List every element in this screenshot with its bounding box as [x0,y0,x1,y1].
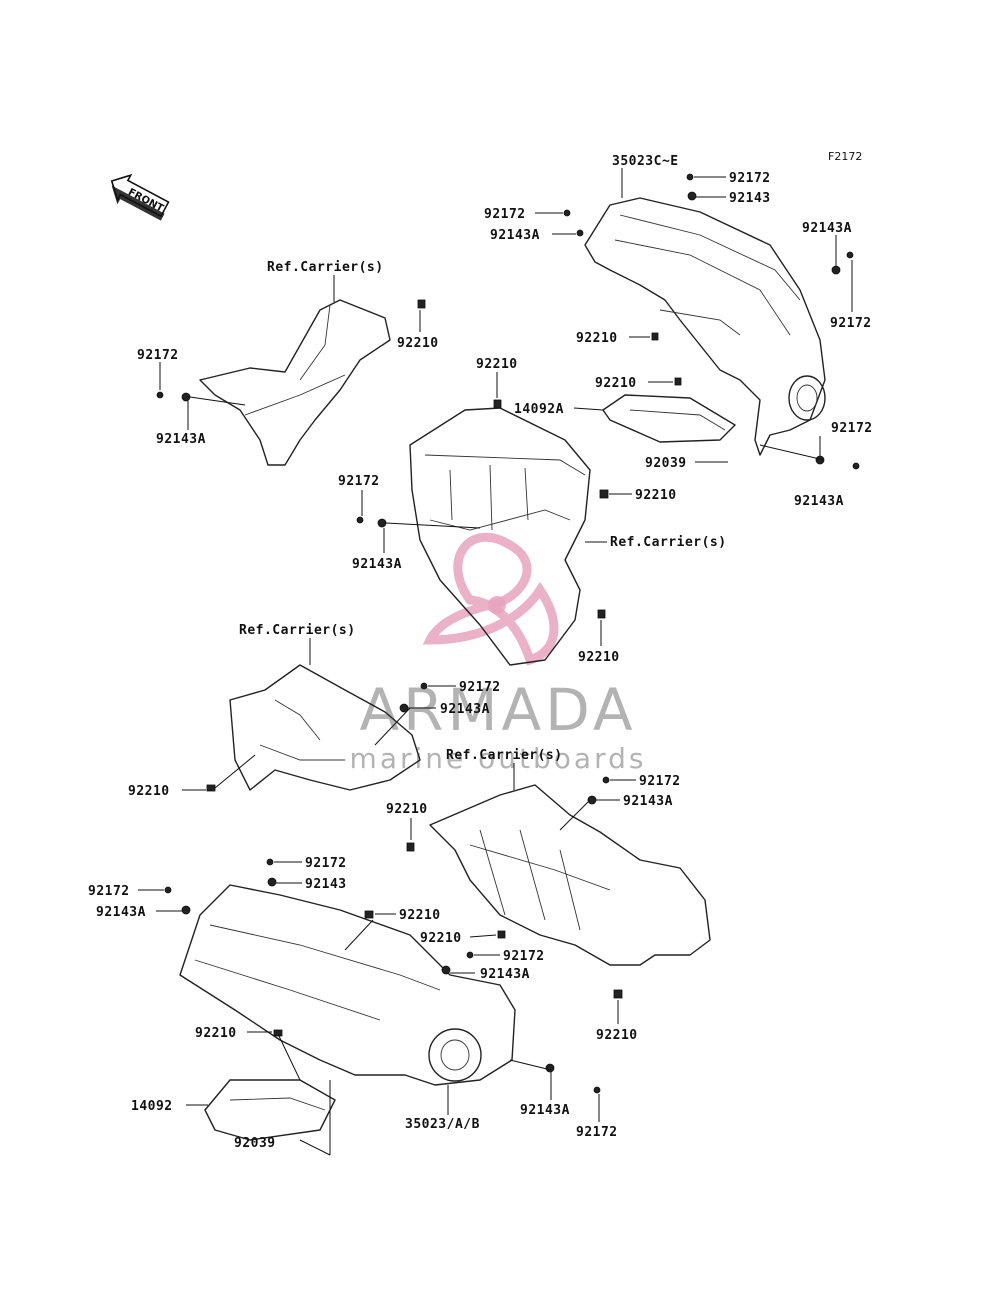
label-92210: 92210 [397,336,439,351]
watermark-logo [422,532,559,666]
label-92143a: 92143A [96,905,146,920]
label-92210: 92210 [578,650,620,665]
inner-fender-lower [429,784,711,966]
label-92039: 92039 [645,456,687,471]
label-92143: 92143 [305,877,347,892]
inner-fender-center [409,407,591,666]
label-92172: 92172 [484,207,526,222]
rear-fender-right [584,197,826,456]
leader-lines [138,168,853,1156]
part-labels: 35023C~E 92172 92143 92172 92143A 92143A… [88,154,873,1151]
label-92143a: 92143A [480,967,530,982]
label-92210: 92210 [420,931,462,946]
label-92143a: 92143A [520,1103,570,1118]
splash-guard-lower [204,1079,336,1141]
label-ref-carrier: Ref.Carrier(s) [610,535,727,550]
label-92172: 92172 [639,774,681,789]
label-92210: 92210 [195,1026,237,1041]
label-ref-carrier: Ref.Carrier(s) [267,260,384,275]
label-92210: 92210 [635,488,677,503]
label-35023c-e: 35023C~E [612,154,679,169]
label-92210: 92210 [576,331,618,346]
label-92172: 92172 [830,316,872,331]
label-14092a: 14092A [514,402,564,417]
front-fender-left [179,884,516,1086]
label-92172: 92172 [459,680,501,695]
label-92210: 92210 [399,908,441,923]
figure-code: F2172 [828,150,862,163]
label-92210: 92210 [128,784,170,799]
label-92210: 92210 [595,376,637,391]
carrier-mount-middle [229,664,421,791]
label-92210: 92210 [386,802,428,817]
label-92143: 92143 [729,191,771,206]
label-92210: 92210 [596,1028,638,1043]
label-ref-carrier: Ref.Carrier(s) [239,623,356,638]
label-92143a: 92143A [352,557,402,572]
label-92172: 92172 [88,884,130,899]
label-92143a: 92143A [794,494,844,509]
label-ref-carrier: Ref.Carrier(s) [446,748,563,763]
watermark-tagline: marine outboards [350,742,647,775]
label-92172: 92172 [338,474,380,489]
label-92210: 92210 [476,357,518,372]
label-92172: 92172 [729,171,771,186]
splash-guard-upper [602,394,736,443]
label-92172: 92172 [503,949,545,964]
label-14092: 14092 [131,1099,173,1114]
carrier-mount-left [199,299,391,466]
front-arrow-icon: FRONT [110,173,170,221]
label-92039: 92039 [234,1136,276,1151]
label-92172: 92172 [305,856,347,871]
label-92143a: 92143A [802,221,852,236]
label-35023-a-b: 35023/A/B [405,1117,480,1132]
label-92172: 92172 [137,348,179,363]
label-92172: 92172 [831,421,873,436]
label-92143a: 92143A [490,228,540,243]
label-92143a: 92143A [623,794,673,809]
hardware-markers [156,173,860,1094]
label-92172: 92172 [576,1125,618,1140]
label-92143a: 92143A [156,432,206,447]
label-92143a: 92143A [440,702,490,717]
